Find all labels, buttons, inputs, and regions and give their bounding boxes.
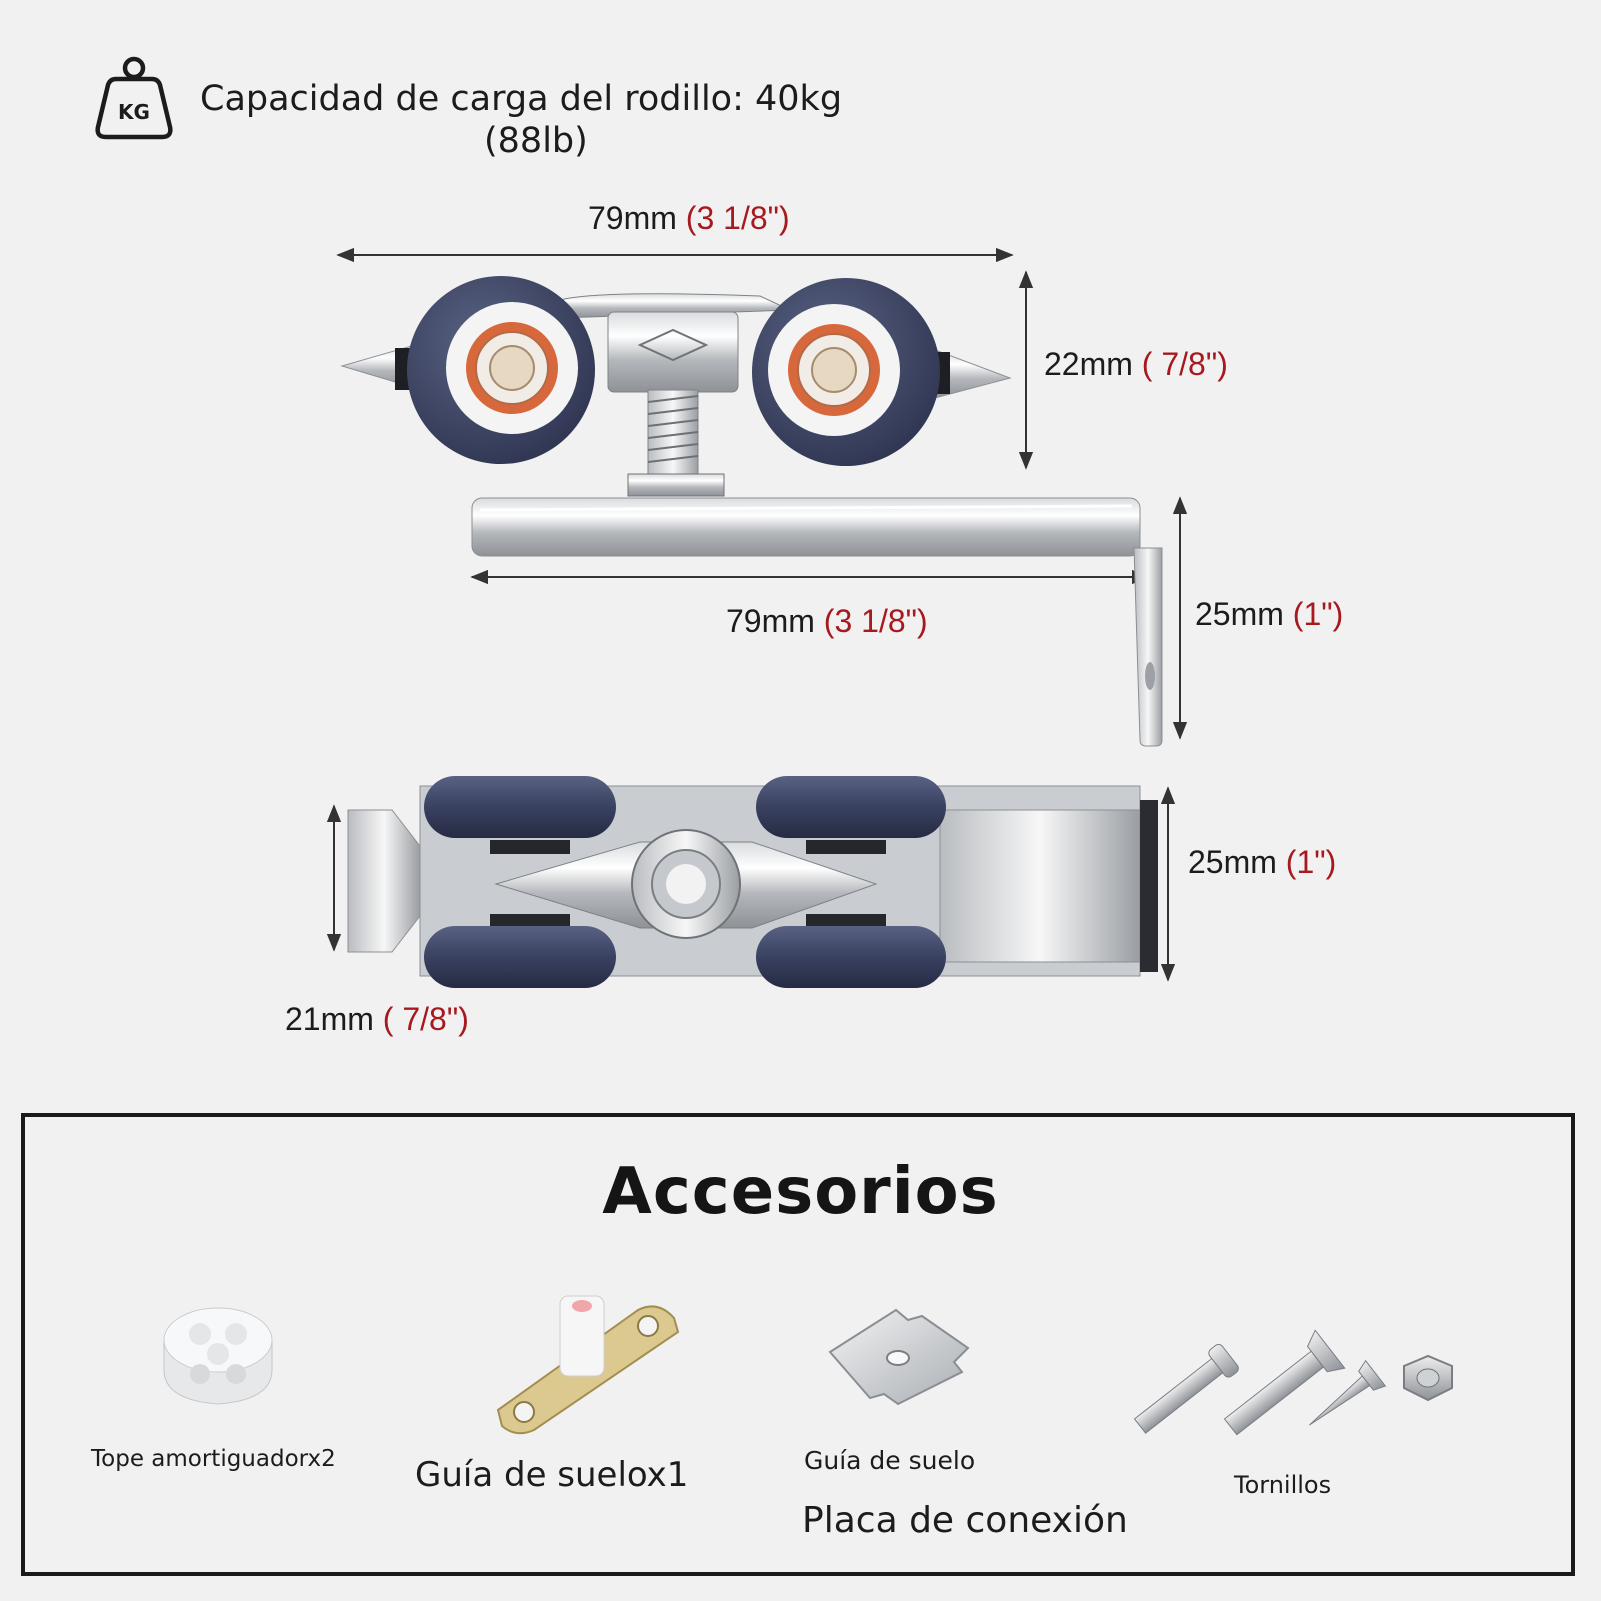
dimension-metric: 25mm [1188, 844, 1277, 880]
dimension-top-width: 79mm (3 1/8") [588, 202, 790, 234]
dimension-roller-height: 22mm ( 7/8") [1044, 348, 1228, 380]
roller-carriage-bottom [347, 776, 1158, 988]
dimension-imperial: (3 1/8") [823, 603, 928, 639]
accessories-panel [21, 1113, 1575, 1576]
accessory-label-screws: Tornillos [1234, 1471, 1332, 1499]
accessory-label-connection-plate: Placa de conexión [802, 1500, 1128, 1541]
dimension-bottom-width: 21mm ( 7/8") [285, 1003, 469, 1035]
dimension-bottom-height: 25mm (1") [1188, 846, 1336, 878]
kg-weight-icon: KG [95, 56, 173, 140]
dimension-metric: 22mm [1044, 346, 1133, 382]
dimension-imperial: (3 1/8") [685, 200, 790, 236]
capacity-text: Capacidad de carga del rodillo: 40kg [200, 79, 843, 119]
dimension-bracket-width: 79mm (3 1/8") [726, 605, 928, 637]
bumper-stop-icon [163, 1307, 273, 1405]
dimension-imperial: (1") [1285, 844, 1337, 880]
dimension-imperial: ( 7/8") [382, 1001, 469, 1037]
accessory-label-bumper: Tope amortiguadorx2 [91, 1446, 336, 1472]
roller-diagram [326, 247, 1188, 988]
dimension-metric: 79mm [726, 603, 815, 639]
accessories-title: Accesorios [602, 1155, 999, 1229]
accessory-label-floor-guide: Guía de suelox1 [415, 1455, 689, 1495]
kg-icon-text: KG [118, 100, 150, 124]
l-bracket [471, 497, 1163, 747]
accessory-label-floor-guide-plate: Guía de suelo [804, 1446, 976, 1475]
dimension-metric: 25mm [1195, 596, 1284, 632]
dimension-metric: 79mm [588, 200, 677, 236]
dimension-arrows [326, 247, 1188, 982]
dimension-bracket-height: 25mm (1") [1195, 598, 1343, 630]
roller-assembly-front [340, 276, 1012, 497]
dimension-imperial: ( 7/8") [1141, 346, 1228, 382]
dimension-imperial: (1") [1292, 596, 1344, 632]
floor-guide-icon [496, 1295, 680, 1435]
screws-icon [1133, 1329, 1453, 1436]
capacity-imperial-text: (88lb) [484, 121, 588, 161]
connection-plate-icon [828, 1308, 970, 1406]
dimension-metric: 21mm [285, 1001, 374, 1037]
